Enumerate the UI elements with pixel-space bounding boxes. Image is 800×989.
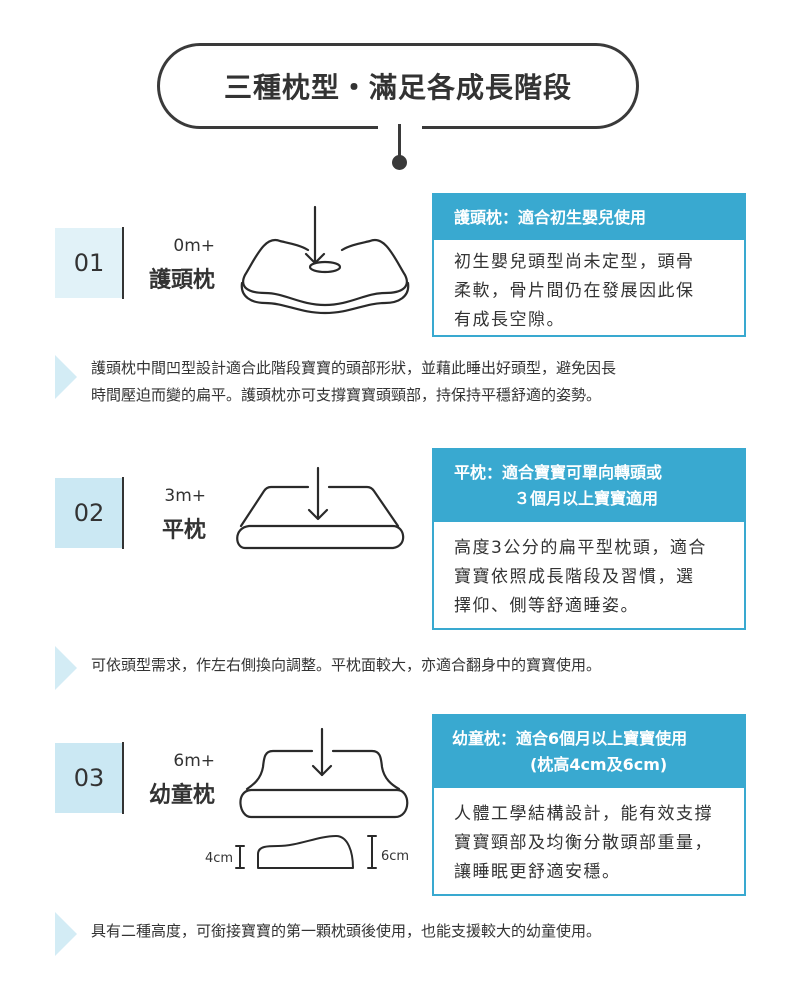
age-label: 6m+ [173,751,215,771]
height-high-label: 6cm [381,849,410,864]
title-banner: 三種枕型・滿足各成長階段 [157,43,639,129]
triangle-pointer-icon [55,646,77,690]
info-box-body: 高度3公分的扁平型枕頭，適合 寶寶依照成長階段及習慣，選 擇仰、側等舒適睡姿。 [454,538,707,616]
section-number: 01 [73,249,105,277]
section-number-badge: 03 [55,743,123,813]
banner-connector-line [398,124,401,160]
note-toddler: 具有二種高度，可銜接寶寶的第一顆枕頭後使用，也能支援較大的幼童使用。 [55,912,755,956]
info-box-body: 初生嬰兒頭型尚未定型，頭骨 柔軟，骨片間仍在發展因此保 有成長空隙。 [454,252,695,330]
info-box-flat: 平枕：適合寶寶可單向轉頭或 ３個月以上寶寶適用 高度3公分的扁平型枕頭，適合 寶… [432,448,746,630]
badge-divider [122,227,124,299]
section-number-badge: 01 [55,228,123,298]
info-box-headguard: 護頭枕：適合初生嬰兒使用 初生嬰兒頭型尚未定型，頭骨 柔軟，骨片間仍在發展因此保… [432,193,746,337]
triangle-pointer-icon [55,355,77,399]
triangle-pointer-icon [55,912,77,956]
note-headguard: 護頭枕中間凹型設計適合此階段寶寶的頭部形狀，並藉此睡出好頭型，避免因長 時間壓迫… [55,355,755,409]
pillow-name: 平枕 [161,518,206,543]
height-low-label: 4cm [205,851,234,866]
info-box-title: 護頭枕：適合初生嬰兒使用 [434,195,744,240]
age-label: 0m+ [173,236,215,256]
badge-divider [122,742,124,814]
flat-pillow-icon [236,466,405,550]
section-number: 02 [73,499,105,527]
age-label: 3m+ [164,486,206,506]
head-shaping-pillow-icon [240,205,410,315]
pillow-name: 護頭枕 [148,268,215,293]
info-box-title: 平枕：適合寶寶可單向轉頭或 ３個月以上寶寶適用 [434,450,744,522]
info-box-body: 人體工學結構設計，能有效支撐 寶寶頸部及均衡分散頭部重量， 讓睡眠更舒適安穩。 [454,804,713,882]
banner-connector-dot [392,155,407,170]
note-flat: 可依頭型需求，作左右側換向調整。平枕面較大，亦適合翻身中的寶寶使用。 [55,646,755,690]
info-box-title: 幼童枕：適合6個月以上寶寶使用 (枕高4cm及6cm) [434,716,744,788]
toddler-pillow-icon [239,727,409,819]
info-box-toddler: 幼童枕：適合6個月以上寶寶使用 (枕高4cm及6cm) 人體工學結構設計，能有效… [432,714,746,896]
pillow-height-profile-icon [235,835,377,869]
page-title: 三種枕型・滿足各成長階段 [223,71,572,104]
section-number: 03 [73,764,105,792]
pillow-name: 幼童枕 [148,783,215,808]
section-number-badge: 02 [55,478,123,548]
badge-divider [122,477,124,549]
